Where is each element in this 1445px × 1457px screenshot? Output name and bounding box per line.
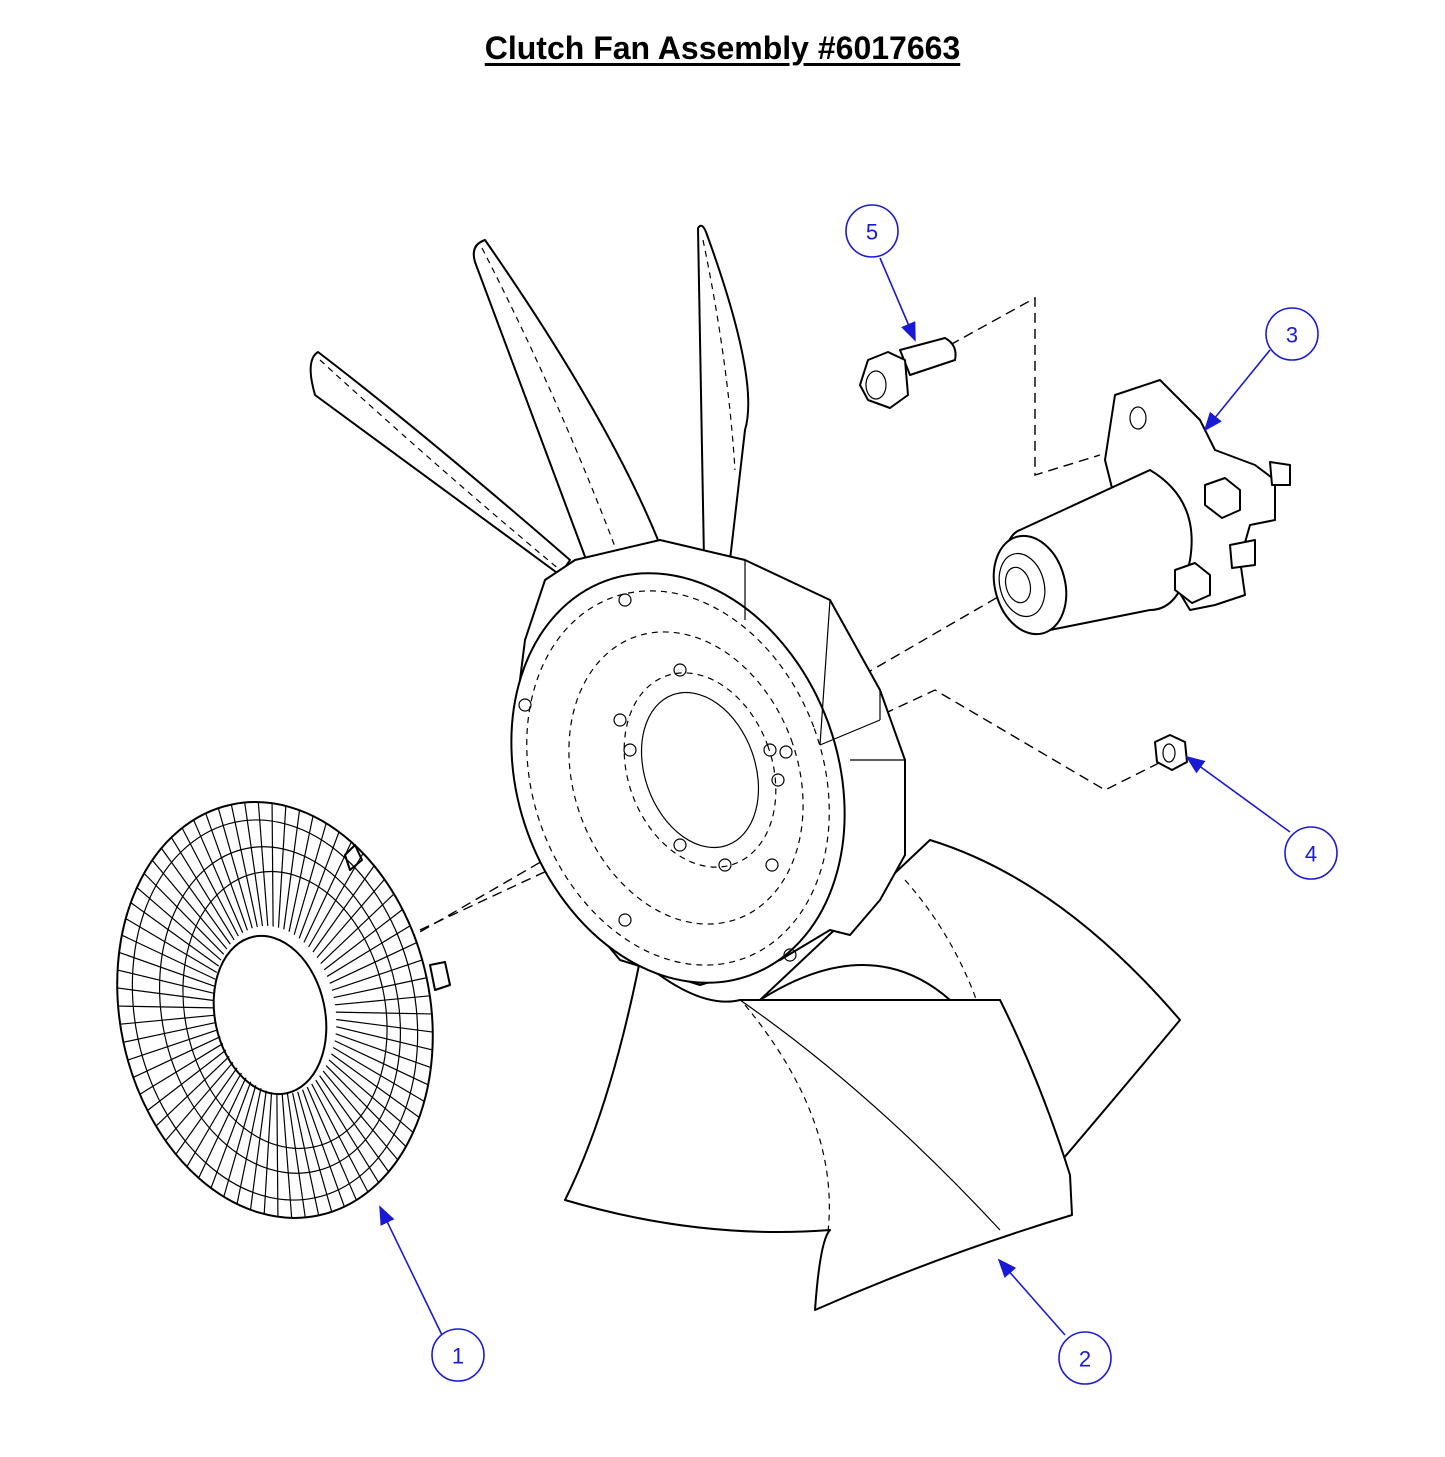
- clutch-fin: [130, 902, 220, 967]
- clutch-fin: [316, 878, 385, 959]
- clutch-fin: [331, 959, 423, 991]
- clutch-fin: [170, 837, 235, 941]
- clutch-fin: [205, 813, 248, 931]
- clutch-fin: [286, 1093, 306, 1218]
- clutch-fin: [118, 1005, 215, 1009]
- clutch-fin: [193, 819, 244, 934]
- clutch-fin: [147, 1049, 227, 1112]
- clutch-fin: [210, 1081, 252, 1189]
- clutch-fin: [257, 802, 269, 927]
- callout-1: 1: [379, 1205, 485, 1382]
- clutch-fin: [186, 1072, 242, 1168]
- clutch-fin: [123, 1021, 217, 1043]
- diagram-title: Clutch Fan Assembly #6017663: [484, 30, 961, 66]
- fan-clutch: [116, 801, 451, 1219]
- clutch-fin: [328, 1059, 414, 1133]
- clutch-fin: [326, 925, 411, 977]
- clutch-fin: [127, 1029, 219, 1061]
- clutch-fin: [151, 859, 228, 950]
- callout-3: 3: [1203, 307, 1319, 432]
- clutch-fin: [298, 831, 340, 939]
- clutch-fin: [303, 841, 352, 943]
- clutch-fin: [334, 995, 430, 1006]
- clutch-fin: [236, 1088, 262, 1205]
- clutch-fin: [306, 1086, 357, 1201]
- callout-4: 4: [1185, 755, 1338, 880]
- clutch-fin: [336, 1018, 433, 1033]
- clutch-fin: [143, 872, 225, 955]
- clutch-fin: [320, 893, 395, 964]
- clutch-fin: [271, 803, 274, 927]
- fan-drive: [992, 379, 1291, 636]
- clutch-fin: [335, 1011, 432, 1015]
- clutch-fin: [249, 1090, 267, 1210]
- clutch-fin: [133, 1036, 221, 1078]
- callout-label-5: 5: [866, 220, 878, 245]
- clutch-fin: [330, 1053, 420, 1118]
- clutch-fin: [311, 1083, 369, 1193]
- clutch-fin: [329, 942, 417, 984]
- clutch-fin: [333, 977, 427, 999]
- clutch-fin: [223, 1085, 257, 1197]
- clutch-fin: [136, 887, 222, 961]
- clutch-fin: [319, 1075, 390, 1173]
- clutch-fin: [302, 1089, 345, 1207]
- clutch-fin: [292, 1093, 320, 1216]
- callout-label-2: 2: [1079, 1347, 1091, 1372]
- clutch-fin: [336, 1026, 433, 1051]
- callout-label-4: 4: [1305, 842, 1317, 867]
- callout-5: 5: [845, 204, 916, 342]
- fan-blade-assembly: [309, 224, 1181, 1311]
- clutch-fin: [125, 918, 218, 974]
- clutch-fin: [325, 1065, 407, 1148]
- clutch-fin: [139, 1043, 224, 1095]
- clutch-fin: [230, 804, 258, 927]
- clutch-fin: [117, 987, 214, 1002]
- fan-blade-lower-left: [564, 959, 1073, 1311]
- callout-2: 2: [997, 1258, 1112, 1385]
- clutch-fin: [297, 1091, 333, 1212]
- clutch-fin: [332, 1046, 425, 1102]
- clutch-fin: [263, 1092, 273, 1215]
- clutch-fin: [323, 908, 403, 971]
- clutch-fin: [277, 805, 287, 928]
- clutch-fin: [293, 823, 327, 935]
- fan-blade-upper-right: [697, 224, 750, 616]
- clutch-fin: [118, 951, 215, 987]
- callout-label-3: 3: [1286, 323, 1298, 348]
- fan-blade-upper-middle: [472, 239, 661, 571]
- clutch-fin: [217, 808, 253, 929]
- clutch-fin: [281, 1093, 293, 1218]
- clutch-fin: [288, 815, 314, 932]
- center-lines: [267, 296, 1166, 1021]
- clutch-fin: [283, 810, 301, 930]
- clutch-fin: [312, 865, 375, 953]
- clutch-fin: [165, 1061, 234, 1142]
- clutch-fin: [335, 1033, 432, 1069]
- fan-hub-spacer: [510, 539, 906, 986]
- clutch-fin: [198, 1077, 247, 1179]
- callout-label-1: 1: [452, 1344, 464, 1369]
- clutch-fin: [334, 1040, 429, 1086]
- nut: [1154, 734, 1188, 771]
- bolt: [859, 337, 957, 409]
- clutch-fin: [117, 969, 214, 994]
- clutch-fin: [181, 827, 239, 937]
- clutch-fin: [308, 852, 364, 948]
- clutch-fin: [244, 802, 264, 927]
- clutch-fin: [276, 1093, 279, 1217]
- clutch-fin: [322, 1070, 399, 1161]
- fan-blade-upper-left: [309, 351, 571, 576]
- clutch-fin: [160, 847, 231, 945]
- clutch-fin: [175, 1067, 238, 1155]
- clutch-fin: [315, 1079, 380, 1183]
- clutch-fin: [155, 1056, 230, 1127]
- clutch-fin: [121, 934, 216, 980]
- clutch-fin: [120, 1014, 216, 1025]
